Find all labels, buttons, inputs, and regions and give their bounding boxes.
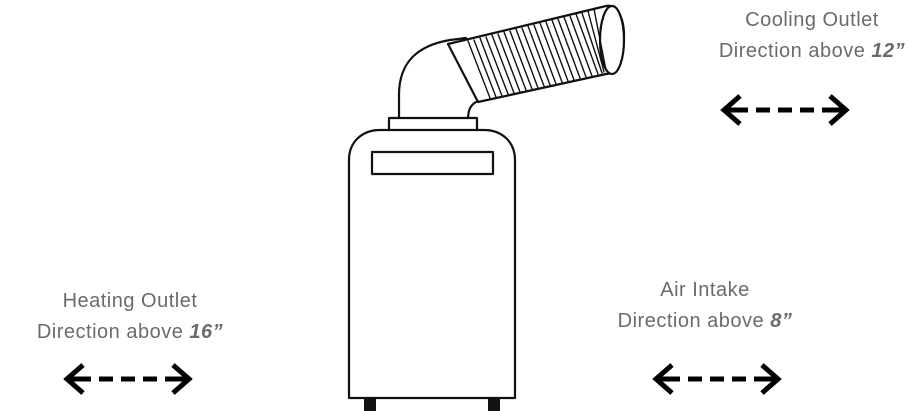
air-intake-title: Air Intake [605, 275, 805, 306]
cooling-double-arrow-icon [720, 93, 850, 127]
air-intake-label: Air Intake Direction above 8” [605, 275, 805, 337]
heating-outlet-value: 16” [189, 321, 223, 343]
heating-outlet-label: Heating Outlet Direction above 16” [5, 286, 255, 348]
hose-corrugated [448, 6, 624, 102]
heating-outlet-title: Heating Outlet [5, 286, 255, 317]
heating-outlet-direction: Direction above 16” [5, 317, 255, 348]
left-foot [364, 398, 376, 411]
air-intake-value: 8” [770, 310, 792, 332]
right-foot [488, 398, 500, 411]
intake-double-arrow-icon [652, 362, 782, 396]
air-intake-direction: Direction above 8” [605, 306, 805, 337]
heating-double-arrow-icon [63, 362, 193, 396]
cooling-outlet-direction: Direction above 12” [712, 36, 912, 67]
control-panel [372, 152, 493, 174]
hose-end [600, 6, 624, 74]
cooling-outlet-value: 12” [871, 40, 905, 62]
cooling-outlet-title: Cooling Outlet [712, 5, 912, 36]
cooling-outlet-label: Cooling Outlet Direction above 12” [712, 5, 912, 67]
